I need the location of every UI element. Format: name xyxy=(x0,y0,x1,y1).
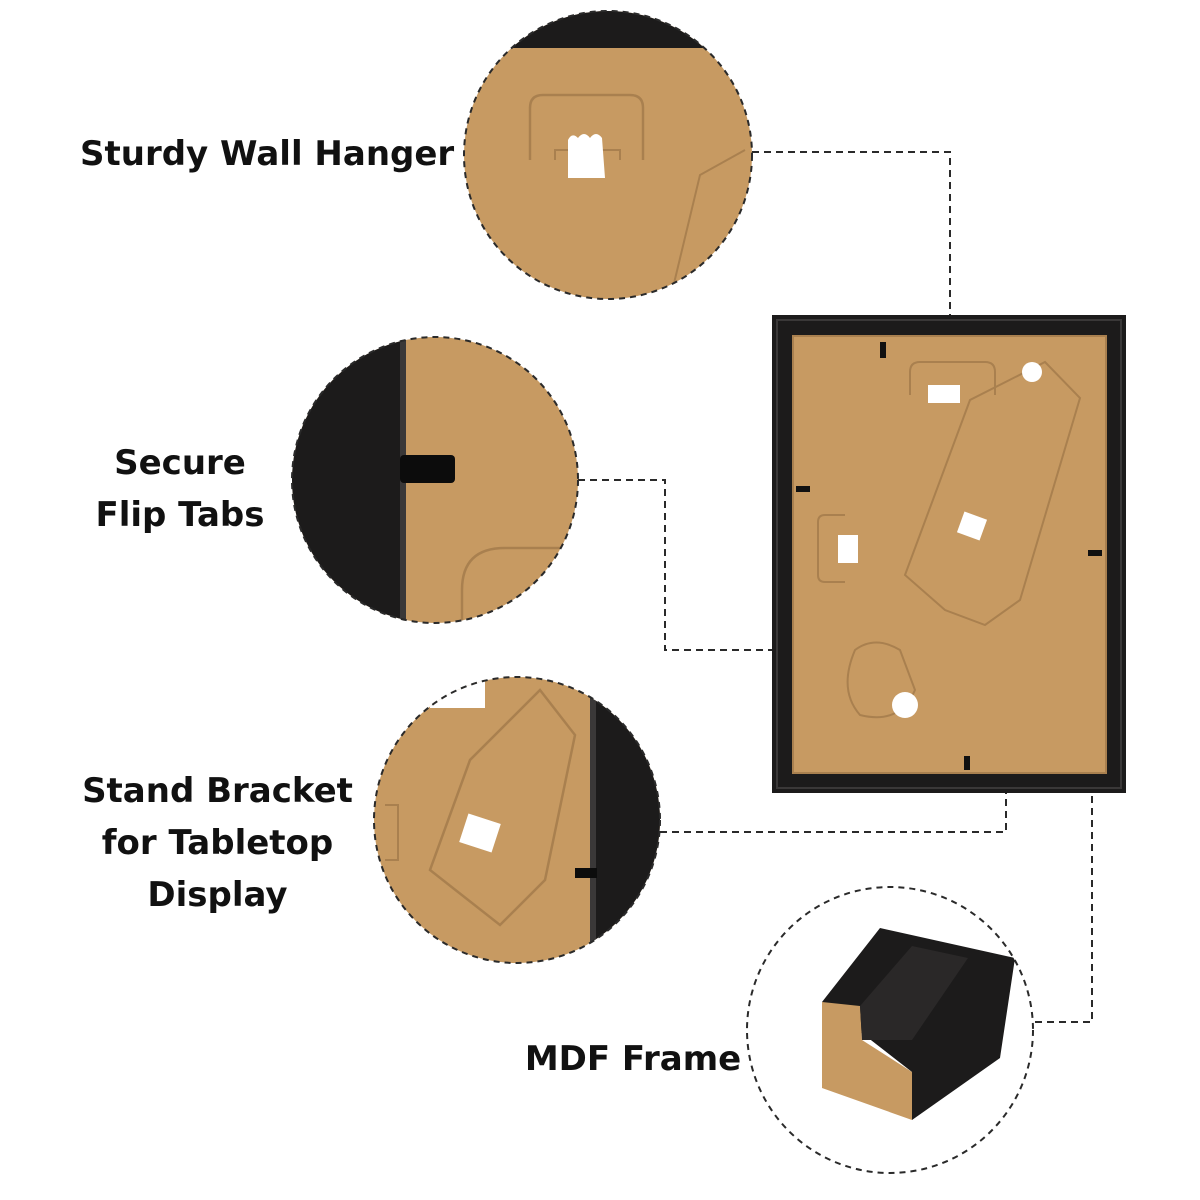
flip-tabs-label-line-2: Flip Tabs xyxy=(95,495,265,535)
flip-tab-closeup xyxy=(291,336,579,624)
stand-bracket-label-line-2: for Tabletop xyxy=(101,823,334,863)
wall-hanger-label-line: Sturdy Wall Hanger xyxy=(80,134,455,174)
connector-flip-tabs xyxy=(578,479,805,651)
frame-back-view xyxy=(772,315,1126,793)
wall-hanger-label: Sturdy Wall Hanger xyxy=(80,128,455,180)
mdf-frame-label-line: MDF Frame xyxy=(524,1039,742,1079)
stand-bracket-label-line-1: Stand Bracket xyxy=(82,771,353,811)
stand-bracket-label-line-3: Display xyxy=(147,875,288,915)
connector-wall-hanger xyxy=(752,151,951,370)
connector-mdf-frame xyxy=(1035,722,1093,1023)
stand-bracket-label: Stand Bracket for Tabletop Display xyxy=(80,765,355,921)
stand-bracket-closeup xyxy=(373,676,661,964)
connector-lines xyxy=(578,151,1093,1023)
wall-hanger-closeup xyxy=(463,10,753,300)
flip-tabs-label: Secure Flip Tabs xyxy=(95,437,265,541)
mdf-frame-profile xyxy=(746,886,1034,1174)
flip-tabs-label-line-1: Secure xyxy=(114,443,246,483)
mdf-frame-label: MDF Frame xyxy=(522,1033,744,1085)
